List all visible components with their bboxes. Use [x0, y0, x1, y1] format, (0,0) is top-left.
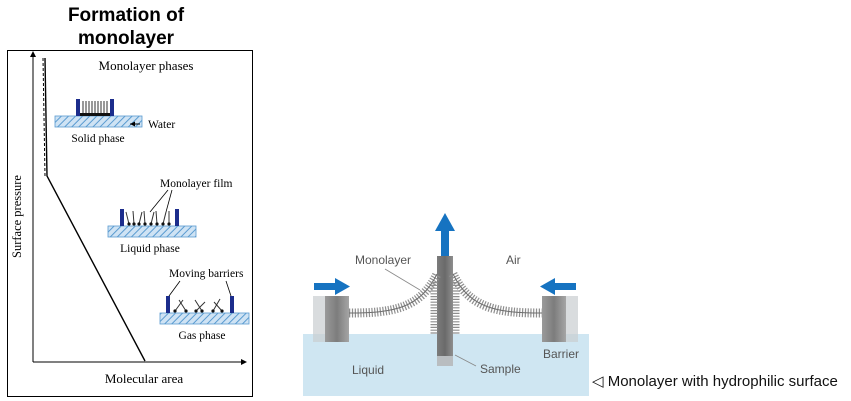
gas-phase-illustration: Moving barriers Gas phase: [159, 268, 250, 342]
barrier-left: [76, 99, 80, 116]
sample-label: Sample: [480, 362, 521, 376]
water-label: Water: [148, 119, 175, 131]
figure-caption: ◁ Monolayer with hydrophilic surface: [592, 373, 838, 390]
gas-barrier-right: [230, 296, 234, 313]
monolayer-film-label: Monolayer film: [160, 178, 233, 190]
up-arrow: [435, 213, 455, 256]
left-panel: Monolayer phases Surface pressure Molecu…: [7, 50, 253, 397]
monolayer-film: [348, 271, 543, 334]
right-pointing-arrow: [314, 278, 350, 295]
title-line-2: monolayer: [77, 28, 175, 49]
gas-barrier-left: [166, 296, 170, 313]
sample-plate: [437, 256, 453, 356]
x-axis-label: Molecular area: [105, 371, 184, 386]
solid-phase-illustration: Water Solid phase: [54, 99, 175, 145]
gas-phase-label: Gas phase: [179, 330, 226, 342]
solid-phase-label: Solid phase: [71, 133, 124, 145]
barrier-right: [542, 296, 566, 342]
barrier-right: [110, 99, 114, 116]
water-surface: [54, 115, 143, 128]
liquid-phase-label: Liquid phase: [120, 243, 180, 255]
air-label: Air: [506, 253, 521, 267]
right-panel: Monolayer Air Liquid Sample Barrier: [303, 213, 589, 396]
liquid-barrier-right: [175, 209, 179, 226]
isotherm-curve: [44, 57, 146, 362]
liquid-phase-illustration: Monolayer film Liquid phase: [107, 178, 233, 255]
monolayer-label: Monolayer: [355, 253, 411, 267]
diagram-title: Formation of monolayer: [30, 4, 222, 50]
barrier-left-ghost: [313, 296, 325, 342]
barrier-right-ghost: [566, 296, 578, 342]
liquid-label: Liquid: [352, 363, 384, 377]
barrier-label: Barrier: [543, 347, 579, 361]
liquid-barrier-left: [120, 209, 124, 226]
liquid-water-surface: [107, 225, 197, 238]
y-axis-label: Surface pressure: [10, 175, 24, 258]
left-pointing-arrow: [540, 278, 576, 295]
gas-water-surface: [159, 312, 250, 325]
moving-barriers-label: Moving barriers: [169, 268, 244, 280]
monolayer-phases-heading: Monolayer phases: [99, 58, 194, 73]
title-line-1: Formation of: [67, 5, 185, 26]
barrier-left: [325, 296, 349, 342]
